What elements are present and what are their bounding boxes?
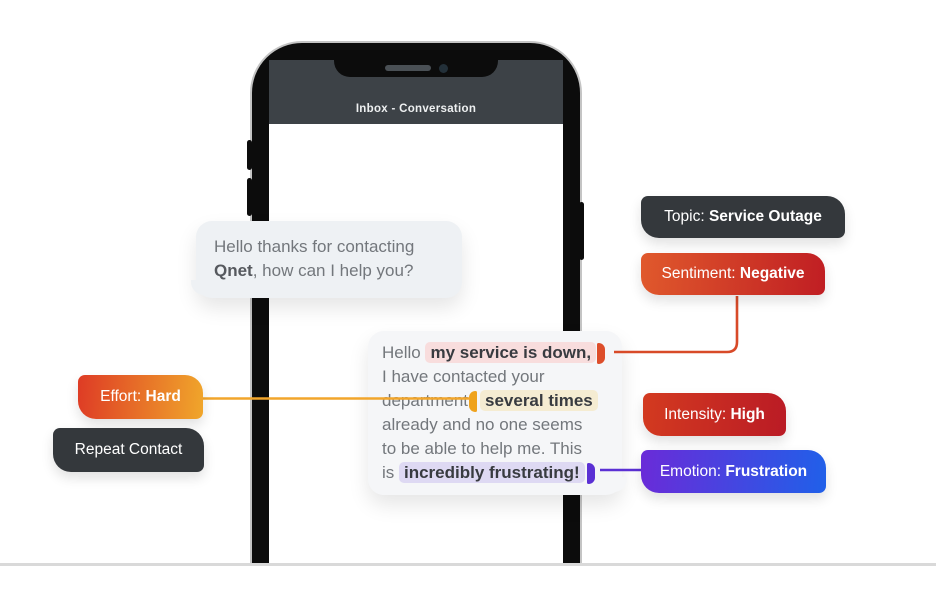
earpiece-speaker-icon [384, 65, 431, 71]
agent-message-bubble: Hello thanks for contacting Qnet, how ca… [191, 221, 462, 298]
customer-line5: to be able to help me. This [382, 439, 583, 458]
tag-emotion: Emotion: Frustration [641, 450, 826, 493]
tag-repeat-contact-label: Repeat Contact [74, 441, 183, 458]
agent-message-line2: Qnet, how can I help you? [214, 259, 462, 283]
tag-topic-label: Topic: [664, 208, 709, 225]
customer-line3-prefix: department [382, 391, 468, 410]
emotion-highlight: incredibly frustrating! [399, 462, 585, 483]
tag-intensity: Intensity: High [643, 393, 786, 436]
volume-up-button [247, 140, 252, 170]
status-bar-title: Inbox - Conversation [355, 103, 477, 115]
tag-intensity-label: Intensity: [664, 405, 731, 423]
volume-down-button [247, 178, 252, 216]
agent-message-line1: Hello thanks for contacting [214, 237, 415, 256]
tag-repeat-contact: Repeat Contact [53, 428, 204, 472]
customer-line4: already and no one seems [382, 415, 583, 434]
tag-sentiment-value: Negative [739, 265, 805, 282]
customer-line3: department several times [382, 389, 622, 413]
brand-name: Qnet [214, 261, 253, 280]
emotion-marker-icon [586, 463, 595, 485]
tag-effort-value: Hard [145, 388, 181, 405]
tag-topic-value: Service Outage [708, 208, 822, 225]
phone-notch [334, 59, 498, 77]
tag-emotion-value: Frustration [725, 462, 808, 480]
effort-marker-icon [469, 391, 477, 413]
customer-line1: Hello my service is down, [382, 341, 622, 365]
customer-line2: I have contacted your [382, 367, 545, 386]
tag-effort-label: Effort: [100, 388, 146, 405]
customer-message-bubble: Hello my service is down, I have contact… [368, 331, 627, 495]
tag-sentiment-label: Sentiment: [661, 265, 740, 282]
sentiment-highlight: my service is down, [425, 342, 597, 363]
bottom-divider [0, 563, 936, 566]
front-camera-icon [438, 63, 448, 73]
tag-emotion-label: Emotion: [659, 462, 726, 480]
tag-intensity-value: High [730, 405, 765, 423]
sentiment-marker-icon [597, 343, 606, 365]
tag-sentiment: Sentiment: Negative [641, 253, 825, 295]
tag-topic: Topic: Service Outage [641, 196, 845, 238]
power-button [579, 202, 584, 260]
agent-message-line2-rest: , how can I help you? [252, 261, 414, 280]
agent-bubble-tail [191, 280, 206, 295]
effort-highlight: several times [480, 390, 598, 411]
customer-line6: is incredibly frustrating! [382, 461, 622, 485]
customer-line6-prefix: is [382, 463, 399, 482]
tag-effort: Effort: Hard [78, 375, 203, 419]
customer-line1-prefix: Hello [382, 343, 426, 362]
